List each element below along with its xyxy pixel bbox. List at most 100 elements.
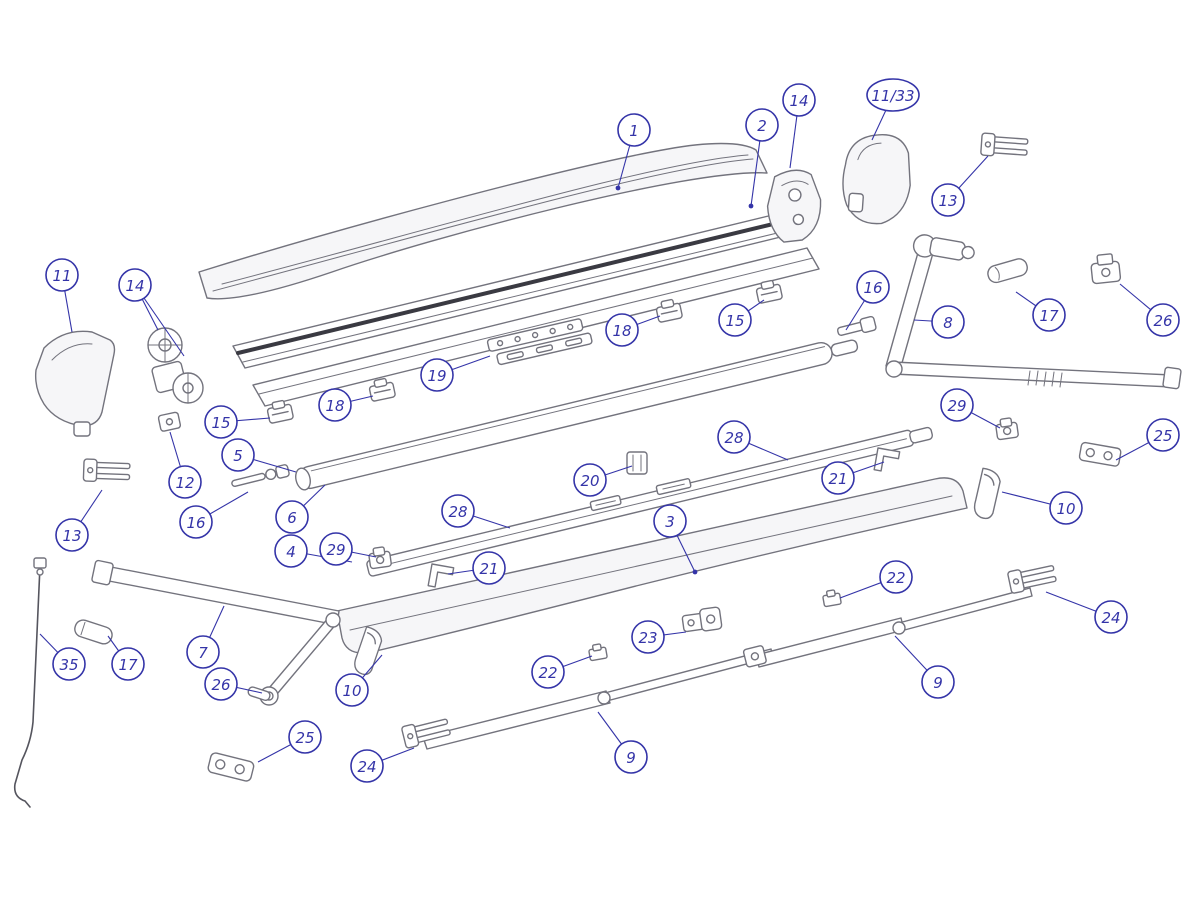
- callout-35-42: 35: [39, 633, 86, 681]
- callout-label: 3: [665, 513, 675, 531]
- callout-label: 14: [125, 277, 144, 295]
- callout-label: 24: [357, 758, 376, 776]
- callout-label: 17: [118, 656, 138, 674]
- part-slotted-plate: [655, 478, 692, 496]
- callout-9-44: 9: [597, 711, 648, 774]
- part-corner-21-right: [873, 447, 901, 475]
- callout-2-1: 2: [745, 108, 779, 209]
- callout-balloon: [420, 358, 454, 392]
- callout-balloon: [168, 465, 202, 499]
- part-fabric-band: [366, 426, 934, 577]
- callout-balloon: [186, 635, 220, 669]
- part-12-bracket: [157, 411, 182, 432]
- callout-label: 29: [326, 541, 345, 559]
- part-cylinder-17-left: [74, 619, 113, 645]
- callout-16-8: 16: [845, 270, 890, 331]
- callout-label: 14: [789, 92, 808, 110]
- callout-balloon: [856, 270, 890, 304]
- part-cap-10-right: [973, 467, 1002, 521]
- callout-balloon: [879, 560, 913, 594]
- callout-label: 1: [629, 122, 639, 140]
- callout-balloon: [472, 551, 506, 585]
- callout-24-43: 24: [350, 747, 415, 783]
- part-clip-20: [626, 451, 648, 475]
- callout-label: 13: [62, 527, 81, 545]
- part-top-cover: [198, 142, 768, 300]
- callout-balloon: [1146, 418, 1180, 452]
- part-connector-13-left: [82, 458, 131, 484]
- part-left-end-cap: [34, 330, 116, 437]
- callout-1-0: 1: [615, 113, 651, 191]
- callout-label: 8: [943, 314, 953, 332]
- callout-6-20: 6: [275, 484, 326, 534]
- callout-balloon: [319, 532, 353, 566]
- callout-balloon: [179, 505, 213, 539]
- callout-label: 28: [448, 503, 467, 521]
- callout-14-14: 14: [118, 268, 185, 357]
- callout-label: 9: [933, 674, 943, 692]
- part-spring-29-left: [367, 545, 393, 570]
- callout-label: 22: [886, 569, 905, 587]
- part-tension-arm-right: [742, 587, 1033, 668]
- callout-label: 28: [724, 429, 743, 447]
- callout-label: 11: [52, 267, 71, 285]
- callout-25-39: 25: [257, 720, 322, 763]
- callout-balloon: [866, 78, 920, 112]
- callout-20-25: 20: [573, 463, 633, 497]
- callout-balloon: [288, 720, 322, 754]
- callout-label: 16: [186, 514, 205, 532]
- callout-7-40: 7: [186, 605, 225, 669]
- callout-balloon: [718, 303, 752, 337]
- callout-balloon: [275, 500, 309, 534]
- callout-label: 10: [342, 682, 361, 700]
- callout-balloon: [45, 258, 79, 292]
- callout-26-6: 26: [1119, 283, 1180, 337]
- callout-label: 13: [938, 192, 957, 210]
- callout-label: 16: [863, 279, 882, 297]
- callout-balloon: [441, 494, 475, 528]
- callout-label: 18: [612, 322, 631, 340]
- part-tension-arm-left: [422, 648, 774, 750]
- callout-balloon: [573, 463, 607, 497]
- callout-label: 26: [211, 676, 230, 694]
- callout-balloon: [221, 438, 255, 472]
- callout-28-26: 28: [717, 420, 789, 461]
- part-strip-19: [486, 318, 593, 366]
- callout-balloon: [111, 647, 145, 681]
- callout-22-34: 22: [531, 655, 593, 689]
- callout-16-18: 16: [179, 491, 249, 539]
- callout-9-35: 9: [894, 635, 955, 699]
- part-left-arm: [91, 559, 341, 706]
- part-lead-rail: [252, 247, 820, 407]
- callout-leader-dot: [615, 185, 621, 191]
- callout-label: 7: [198, 644, 208, 662]
- part-cylinder-17-right: [987, 258, 1028, 284]
- callout-label: 6: [287, 509, 297, 527]
- callout-balloon: [745, 108, 779, 142]
- callout-balloon: [335, 673, 369, 707]
- callout-23-33: 23: [631, 620, 687, 654]
- part-gear-support-left: [147, 327, 204, 404]
- callout-balloon: [931, 183, 965, 217]
- callout-13-19: 13: [55, 489, 103, 552]
- callout-label: 29: [947, 397, 966, 415]
- part-hinge-23: [681, 606, 723, 633]
- part-roller-tube: [295, 339, 859, 491]
- callout-10-37: 10: [335, 654, 383, 707]
- callout-balloon: [617, 113, 651, 147]
- callout-15-9: 15: [718, 299, 765, 337]
- part-clip-22-left: [587, 642, 609, 662]
- callout-label: 4: [286, 543, 296, 561]
- callout-balloon: [605, 313, 639, 347]
- callout-19-11: 19: [420, 355, 491, 392]
- part-plate-25-left: [207, 752, 255, 782]
- part-bracket-right-14: [766, 169, 822, 243]
- callout-18-10: 18: [605, 313, 661, 347]
- callout-label: 10: [1056, 500, 1075, 518]
- callout-label: 35: [59, 656, 78, 674]
- callout-balloon: [52, 647, 86, 681]
- callout-label: 12: [175, 474, 194, 492]
- callout-8-7: 8: [913, 305, 965, 339]
- callout-balloon: [653, 504, 687, 538]
- part-bracket-26-right: [1090, 253, 1122, 285]
